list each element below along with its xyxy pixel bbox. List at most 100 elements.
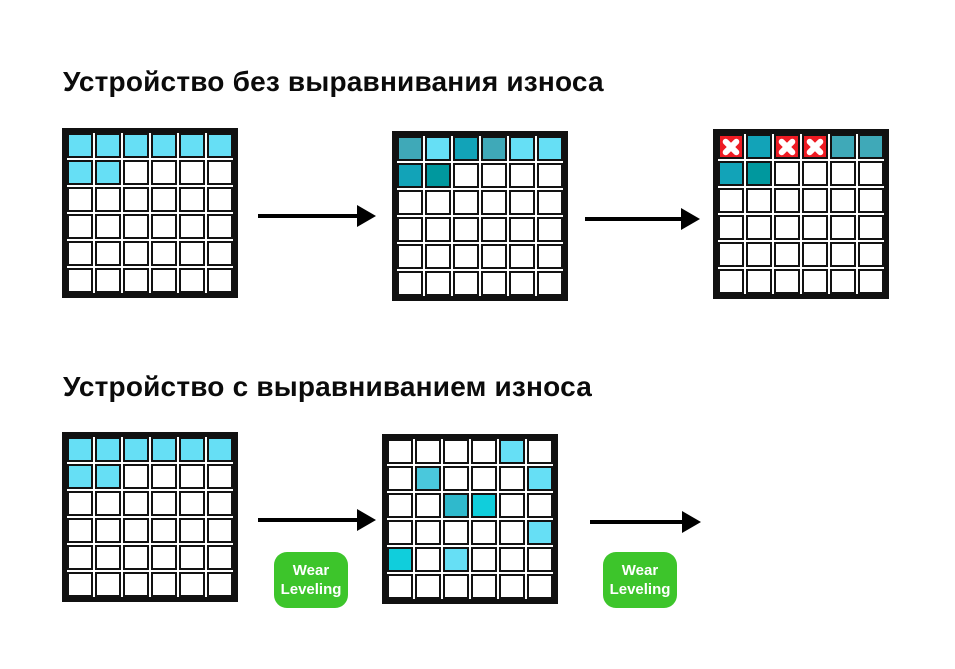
memory-cell — [425, 136, 451, 161]
memory-cell — [499, 493, 525, 518]
memory-cell — [509, 136, 535, 161]
memory-cell — [95, 133, 121, 158]
memory-cell — [151, 133, 177, 158]
memory-cell — [537, 271, 563, 296]
memory-cell — [207, 491, 233, 516]
memory-cell — [481, 271, 507, 296]
memory-cell — [527, 520, 553, 545]
memory-cell — [179, 545, 205, 570]
memory-cell — [425, 244, 451, 269]
memory-cell — [67, 187, 93, 212]
memory-cell — [207, 572, 233, 597]
section-title-wear-leveling: Устройство с выравниванием износа — [63, 371, 592, 402]
memory-cell — [527, 466, 553, 491]
grid-wear-leveling-stage-1 — [62, 432, 238, 602]
wear-leveling-badge: Wear Leveling — [603, 552, 677, 608]
memory-cell — [151, 464, 177, 489]
memory-cell — [415, 493, 441, 518]
arrow-right-icon — [258, 509, 376, 531]
memory-cell — [499, 439, 525, 464]
section-title-no-wear-leveling: Устройство без выравнивания износа — [63, 66, 604, 97]
memory-cell — [415, 439, 441, 464]
memory-cell — [471, 520, 497, 545]
memory-cell — [207, 187, 233, 212]
grid-wear-leveling-stage-2 — [382, 434, 558, 604]
memory-cell — [123, 572, 149, 597]
memory-cell — [207, 545, 233, 570]
memory-cell — [858, 134, 884, 159]
memory-cell — [123, 268, 149, 293]
memory-cell — [397, 190, 423, 215]
memory-cell — [179, 491, 205, 516]
memory-cell — [718, 161, 744, 186]
memory-cell — [718, 242, 744, 267]
memory-cell — [527, 574, 553, 599]
memory-cell — [179, 187, 205, 212]
memory-cell — [207, 241, 233, 266]
memory-cell — [415, 574, 441, 599]
memory-cell — [537, 217, 563, 242]
memory-cell — [858, 242, 884, 267]
memory-cell — [509, 217, 535, 242]
memory-cell — [67, 241, 93, 266]
memory-cell — [746, 269, 772, 294]
memory-cell — [207, 214, 233, 239]
memory-cell — [123, 214, 149, 239]
memory-cell — [471, 547, 497, 572]
memory-cell — [471, 466, 497, 491]
memory-cell — [471, 493, 497, 518]
memory-cell — [443, 439, 469, 464]
memory-cell — [499, 547, 525, 572]
memory-cell — [453, 190, 479, 215]
memory-cell — [443, 547, 469, 572]
memory-cell — [151, 241, 177, 266]
memory-cell — [746, 188, 772, 213]
memory-cell — [509, 271, 535, 296]
memory-cell — [453, 217, 479, 242]
memory-cell — [67, 160, 93, 185]
memory-cell — [151, 572, 177, 597]
memory-cell — [453, 136, 479, 161]
memory-cell — [123, 160, 149, 185]
grid-no-wear-leveling-stage-2 — [392, 131, 568, 301]
memory-cell — [95, 491, 121, 516]
memory-cell — [527, 493, 553, 518]
memory-cell — [179, 214, 205, 239]
grid-no-wear-leveling-stage-3 — [713, 129, 889, 299]
memory-cell — [802, 161, 828, 186]
memory-cell — [95, 268, 121, 293]
memory-cell — [179, 160, 205, 185]
memory-cell — [443, 520, 469, 545]
memory-cell — [443, 493, 469, 518]
memory-cell — [397, 136, 423, 161]
memory-cell — [67, 545, 93, 570]
memory-cell — [179, 572, 205, 597]
memory-cell — [207, 133, 233, 158]
memory-cell — [151, 491, 177, 516]
memory-cell — [453, 244, 479, 269]
memory-cell — [481, 163, 507, 188]
memory-cell — [415, 520, 441, 545]
memory-cell — [67, 214, 93, 239]
memory-cell — [509, 244, 535, 269]
memory-cell — [415, 466, 441, 491]
memory-cell — [207, 464, 233, 489]
memory-cell — [774, 161, 800, 186]
memory-cell — [151, 518, 177, 543]
memory-cell — [151, 187, 177, 212]
memory-cell — [718, 215, 744, 240]
memory-cell — [425, 217, 451, 242]
memory-cell — [387, 547, 413, 572]
memory-cell — [179, 241, 205, 266]
memory-cell — [425, 163, 451, 188]
memory-cell — [481, 244, 507, 269]
memory-cell — [830, 269, 856, 294]
memory-cell — [95, 241, 121, 266]
memory-cell — [151, 437, 177, 462]
memory-cell — [207, 437, 233, 462]
memory-cell — [425, 271, 451, 296]
memory-cell — [481, 136, 507, 161]
memory-cell — [151, 214, 177, 239]
memory-cell — [95, 572, 121, 597]
memory-cell — [774, 269, 800, 294]
